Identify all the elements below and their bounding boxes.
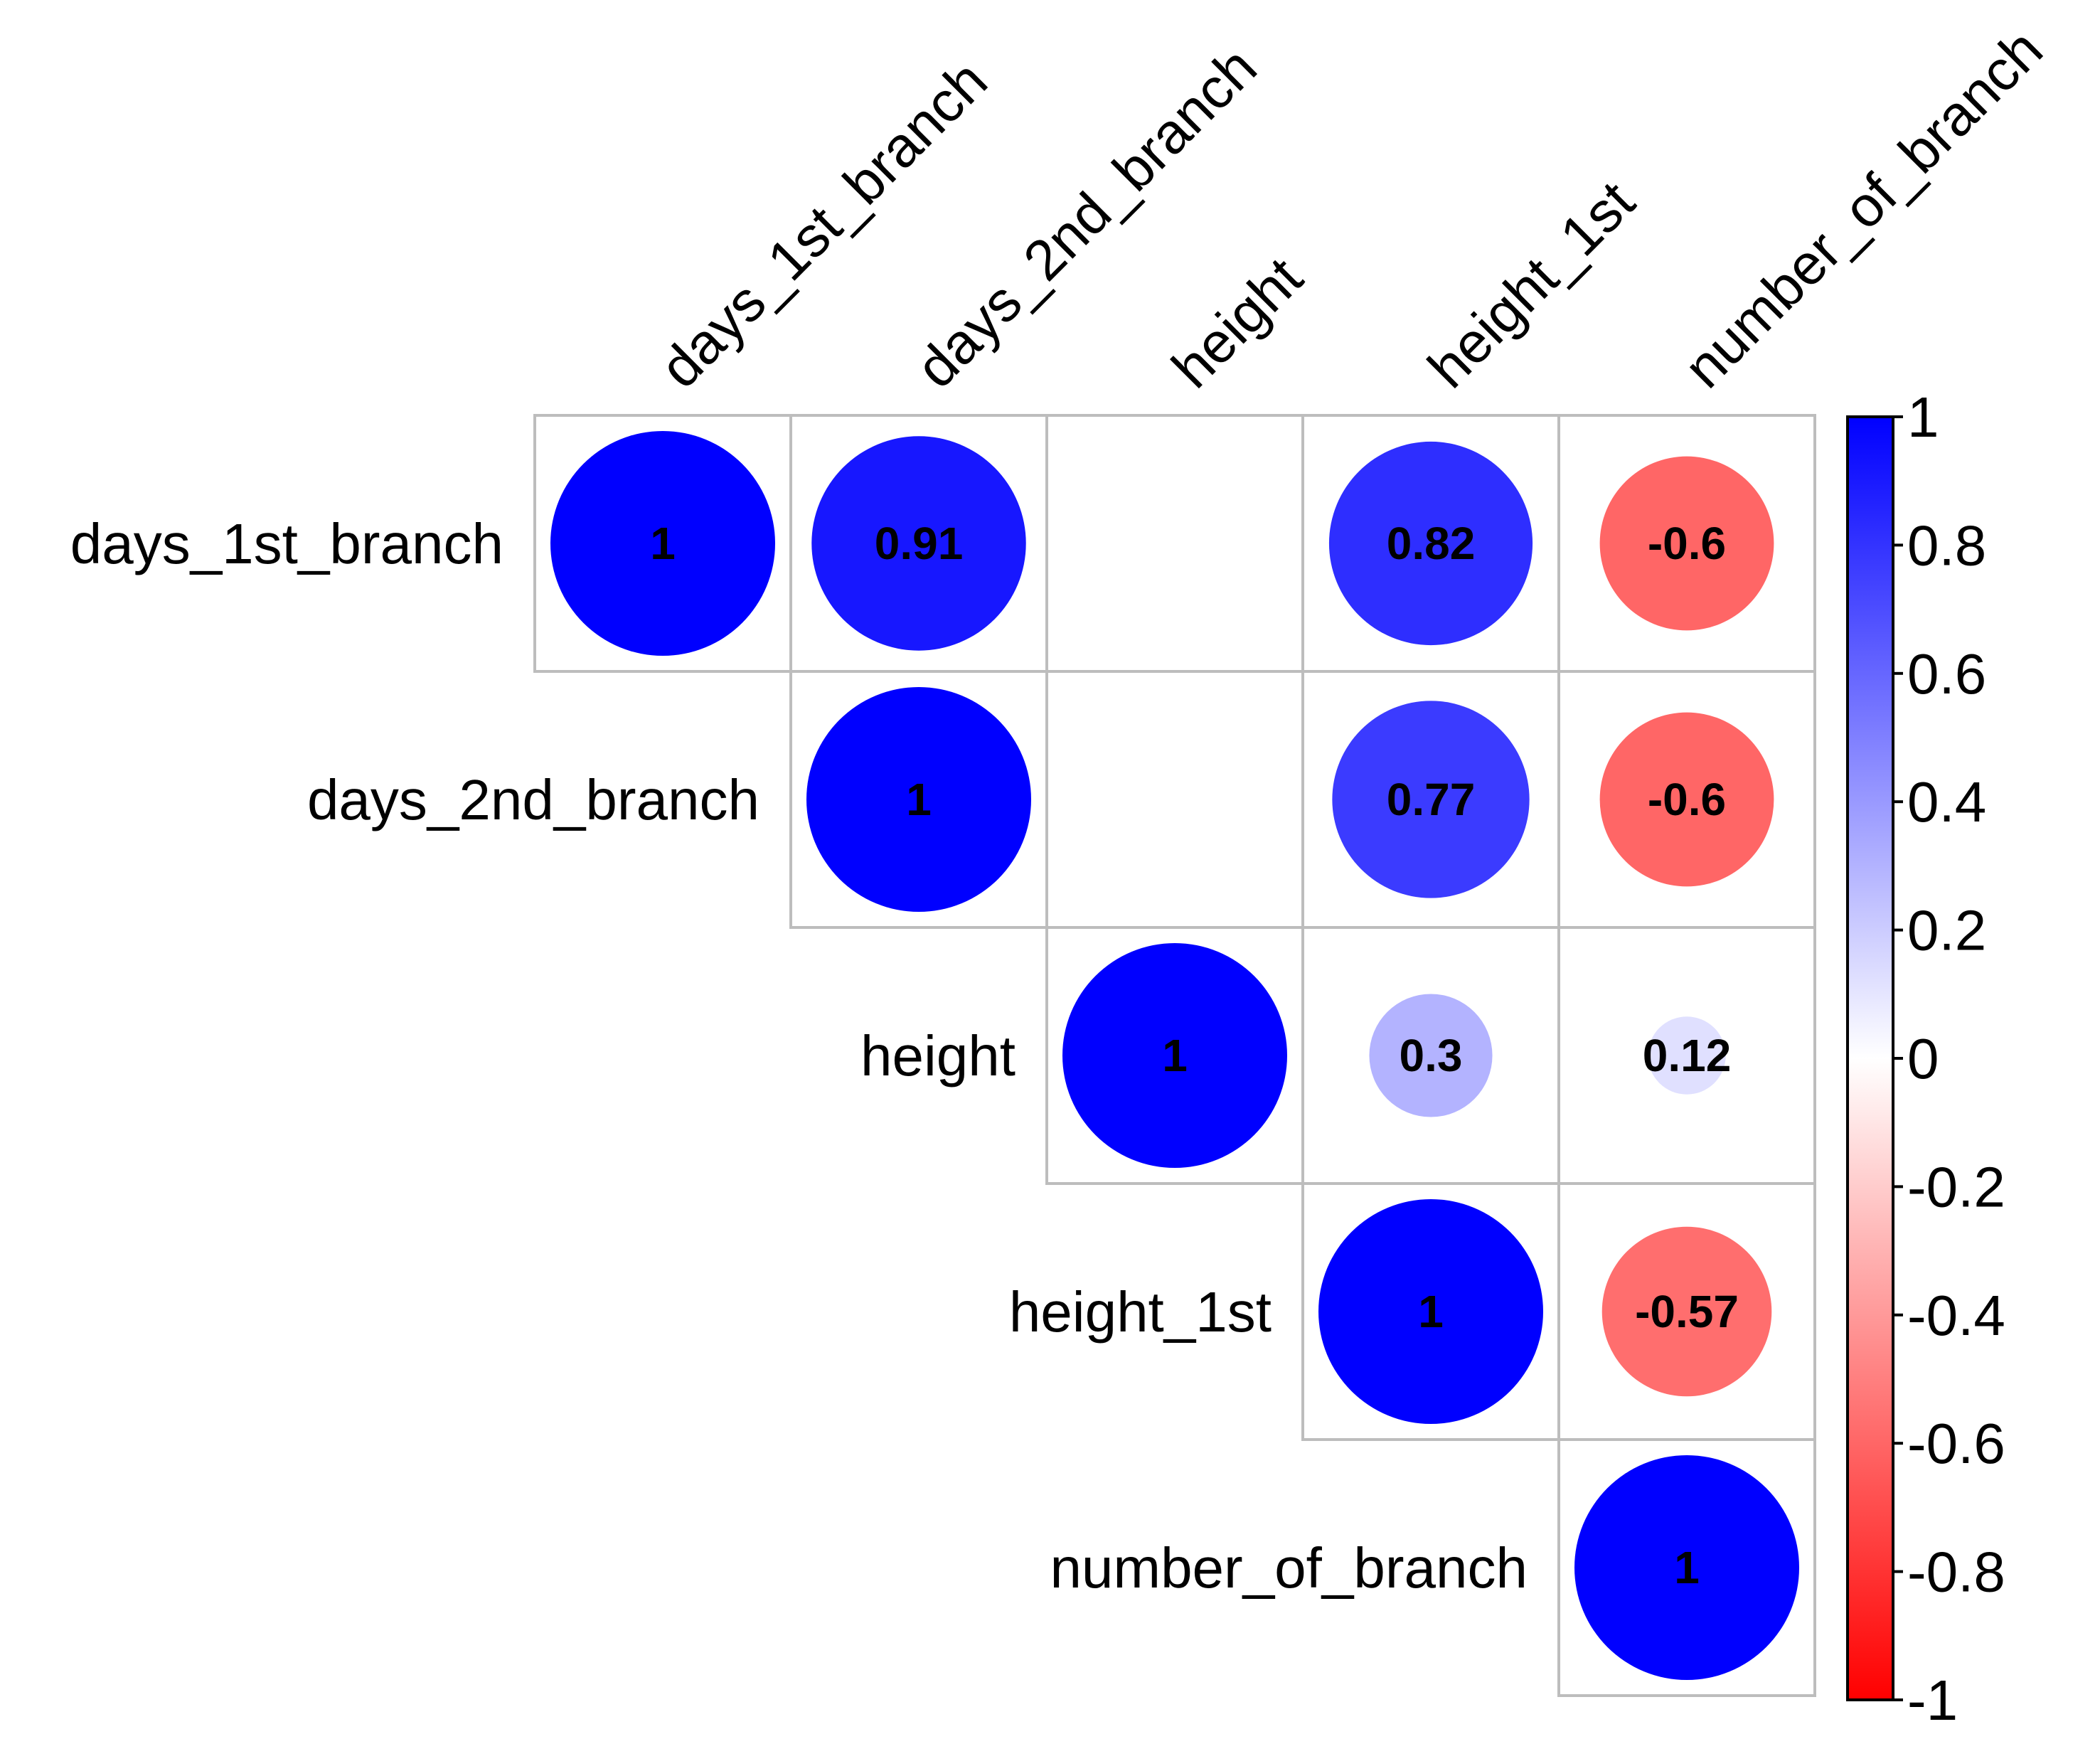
colorbar-tick-label: 1 bbox=[1907, 385, 1939, 449]
grid-cell bbox=[1045, 414, 1304, 673]
row-label: height bbox=[860, 1024, 1016, 1087]
correlation-value-label: 1 bbox=[650, 518, 676, 569]
colorbar-tick-label: -0.2 bbox=[1907, 1155, 2005, 1218]
correlation-value-label: 1 bbox=[906, 774, 932, 825]
correlation-value-label: -0.6 bbox=[1648, 774, 1726, 825]
correlation-value-label: -0.6 bbox=[1648, 518, 1726, 569]
colorbar-tick-label: -0.6 bbox=[1907, 1412, 2005, 1475]
correlation-circle bbox=[811, 436, 1026, 651]
colorbar-tick-label: -0.4 bbox=[1907, 1284, 2005, 1347]
column-label: height bbox=[1160, 245, 1314, 400]
correlation-circle bbox=[1599, 456, 1774, 631]
grid-cell bbox=[1557, 1182, 1816, 1441]
colorbar-tick-label: -1 bbox=[1907, 1669, 1958, 1732]
colorbar-tick-label: 0.6 bbox=[1907, 642, 1986, 706]
correlation-circle bbox=[550, 431, 775, 656]
correlation-circle bbox=[806, 687, 1031, 912]
colorbar-tick-label: 0.2 bbox=[1907, 899, 1986, 962]
colorbar-tick-label: -0.8 bbox=[1907, 1541, 2005, 1604]
column-label: number_of_branch bbox=[1672, 17, 2054, 400]
correlation-circle bbox=[1062, 943, 1287, 1168]
row-label: number_of_branch bbox=[1050, 1536, 1528, 1600]
row-label: days_1st_branch bbox=[70, 512, 503, 575]
grid-cell bbox=[1045, 670, 1304, 929]
correlation-circle bbox=[1599, 712, 1774, 887]
correlation-circle bbox=[1332, 701, 1530, 898]
correlation-value-label: 0.91 bbox=[875, 518, 964, 569]
correlation-value-label: 1 bbox=[1674, 1542, 1700, 1593]
correlation-circle bbox=[1369, 994, 1493, 1117]
correlation-circle bbox=[1574, 1455, 1799, 1680]
colorbar-tick-label: 0 bbox=[1907, 1027, 1939, 1090]
correlation-value-label: 1 bbox=[1418, 1286, 1444, 1337]
correlation-value-label: 0.12 bbox=[1643, 1030, 1732, 1081]
row-label: days_2nd_branch bbox=[307, 768, 759, 831]
colorbar: 1 0.8 0.6 0.4 0.2 0 -0.2 -0.4 -0.6 -0.8 -1 bbox=[1846, 385, 2005, 1732]
colorbar-tick-label: 0.8 bbox=[1907, 514, 1986, 577]
correlation-circle bbox=[1648, 1016, 1726, 1095]
correlation-circle bbox=[1328, 441, 1533, 646]
colorbar-gradient bbox=[1846, 415, 1894, 1701]
colorbar-tick-label: 0.4 bbox=[1907, 770, 1986, 834]
correlation-value-label: 0.3 bbox=[1400, 1030, 1463, 1081]
correlation-value-label: 1 bbox=[1162, 1030, 1188, 1081]
correlation-value-label: 0.82 bbox=[1387, 518, 1476, 569]
colorbar-ticks: 1 0.8 0.6 0.4 0.2 0 -0.2 -0.4 -0.6 -0.8 -1 bbox=[1893, 385, 2005, 1732]
correlation-value-label: 0.77 bbox=[1387, 774, 1476, 825]
correlation-value-label: -0.57 bbox=[1635, 1286, 1739, 1337]
value-label-layer: 1 0.91 0.82 -0.6 1 0.77 -0.6 1 0.3 0.12 1 -0.57 1 bbox=[650, 518, 1739, 1593]
circle-layer bbox=[550, 431, 1799, 1680]
correlation-circle bbox=[1318, 1199, 1543, 1424]
column-label: height_1st bbox=[1416, 169, 1646, 400]
row-label: height_1st bbox=[1009, 1280, 1272, 1344]
correlation-circle bbox=[1601, 1226, 1772, 1397]
